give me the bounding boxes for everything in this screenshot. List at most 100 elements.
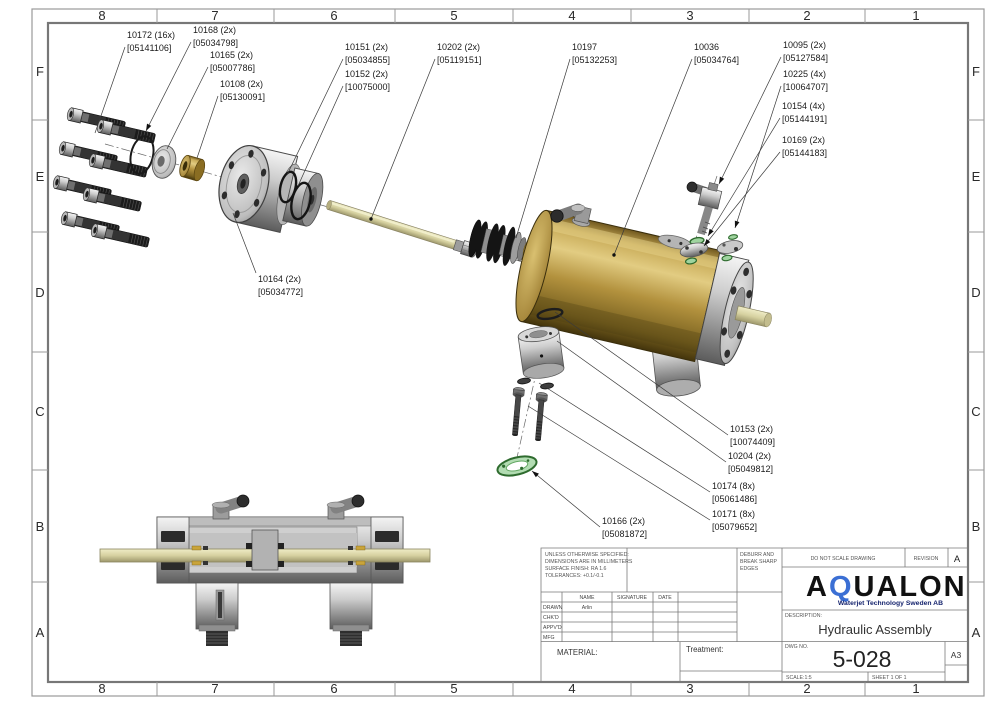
- part-ref-label: [05034764]: [694, 55, 739, 65]
- under-cylinder-parts: [496, 307, 565, 477]
- callout-10095: 10095 (2x)[05127584]: [718, 40, 828, 185]
- row-role-mfg: MFG: [543, 635, 555, 641]
- callout-10225: 10225 (4x)[10064707]: [734, 69, 828, 229]
- disc-10165: [151, 145, 177, 179]
- part-number-label: 10036: [694, 42, 719, 52]
- leader-arrowhead: [719, 176, 725, 184]
- zone-column-label: 2: [803, 8, 810, 23]
- spec-note-line: TOLERANCES: +0.1/-0.1: [545, 573, 604, 579]
- zone-column-label: 8: [98, 681, 105, 696]
- leader-line: [554, 311, 729, 436]
- callout-10165: 10165 (2x) [05007786]: [166, 50, 255, 150]
- callout-10169: 10169 (2x) [05144183]: [703, 135, 827, 247]
- callout-10174: 10174 (8x)[05061486]: [538, 382, 757, 504]
- part-number-label: 10225 (4x): [783, 69, 826, 79]
- leader-line: [707, 117, 781, 237]
- zone-column-label: 4: [568, 681, 575, 696]
- callout-10164: 10164 (2x)[05034772]: [232, 212, 303, 297]
- logo-part: UALON: [854, 571, 967, 603]
- zone-row-label: B: [972, 519, 981, 534]
- zone-column-label: 5: [450, 8, 457, 23]
- leader-arrowhead: [708, 228, 714, 236]
- part-number-label: 10172 (16x): [127, 30, 175, 40]
- col-header-date: DATE: [658, 595, 672, 601]
- zone-row-label: F: [36, 64, 44, 79]
- leader-line: [94, 46, 126, 134]
- green-seal-3: [728, 234, 738, 240]
- part-number-label: 10169 (2x): [782, 135, 825, 145]
- o-ring-10168: [129, 135, 155, 175]
- valve-assembly: [679, 181, 744, 265]
- revision-value: A: [954, 554, 961, 565]
- bushing-10108: [179, 154, 206, 182]
- zone-column-label: 4: [568, 8, 575, 23]
- callout-10108: 10108 (2x)[05130091]: [196, 79, 265, 159]
- bolt-cluster: [51, 106, 157, 250]
- callout-10152: 10152 (2x) [10075000]: [297, 69, 390, 187]
- leader-line: [297, 85, 344, 187]
- part-ref-label: [05007786]: [210, 63, 255, 73]
- zone-row-label: D: [971, 285, 980, 300]
- green-seal-2: [684, 257, 698, 265]
- o-ring-dark: [536, 307, 564, 321]
- part-number-label: 10164 (2x): [258, 274, 301, 284]
- zone-row-label: F: [972, 64, 980, 79]
- section-elbow-right: [326, 494, 365, 520]
- spec-note-line: UNLESS OTHERWISE SPECIFIED:: [545, 552, 629, 558]
- dwg-no-label: DWG NO.: [785, 644, 808, 650]
- leader-arrowhead: [146, 123, 152, 131]
- material-label: MATERIAL:: [557, 648, 598, 657]
- leader-arrowhead: [704, 239, 711, 246]
- part-callouts: 10172 (16x)[05141106]10168 (2x)[05034798…: [94, 25, 828, 539]
- callout-10197: 10197[05132253]: [515, 42, 617, 239]
- part-number-label: 10152 (2x): [345, 69, 388, 79]
- leader-line: [538, 382, 711, 493]
- scale-value: SCALE:1:5: [786, 675, 812, 681]
- zone-row-label: C: [971, 404, 980, 419]
- drawing-description: Hydraulic Assembly: [818, 622, 932, 637]
- washer-1: [517, 377, 531, 385]
- section-leg-left: [195, 582, 239, 646]
- sheet-border: [31, 8, 985, 697]
- leader-arrowhead: [532, 471, 539, 478]
- o-rings-10151-10152: [278, 170, 312, 221]
- revision-label: REVISION: [914, 556, 939, 562]
- valve-flange-plate-2: [716, 240, 744, 254]
- zone-row-label: A: [36, 625, 45, 640]
- zone-column-label: 7: [211, 8, 218, 23]
- logo-q-letter: Q: [829, 571, 854, 603]
- callout-10154: 10154 (4x)[05144191]: [707, 101, 827, 237]
- part-ref-label: [05144183]: [782, 148, 827, 158]
- callout-10151: 10151 (2x)[05034855]: [286, 42, 390, 176]
- row-role-chkd: CHK'D: [543, 615, 559, 621]
- logo-part: A: [806, 571, 829, 603]
- callout-10153: 10153 (2x)[10074409]: [554, 311, 775, 447]
- part-ref-label: [10075000]: [345, 82, 390, 92]
- leader-arrowhead: [734, 220, 740, 228]
- treatment-label: Treatment:: [686, 645, 723, 654]
- cylinder-elbow-fitting: [550, 203, 592, 227]
- part-ref-label: [05132253]: [572, 55, 617, 65]
- part-ref-label: [05127584]: [783, 53, 828, 63]
- leader-line: [531, 470, 601, 528]
- cylinder-10036: [515, 209, 772, 366]
- col-header-signature: SIGNATURE: [617, 595, 647, 601]
- spec-note-line: SURFACE FINISH: RA 1.6: [545, 566, 607, 572]
- sheet-count: SHEET 1 OF 1: [872, 675, 907, 681]
- description-label: DESCRIPTION:: [785, 613, 822, 619]
- paper-size: A3: [951, 650, 962, 660]
- part-ref-label: [05141106]: [127, 43, 171, 53]
- zone-column-label: 5: [450, 681, 457, 696]
- part-number-label: 10165 (2x): [210, 50, 253, 60]
- company-tagline: Waterjet Technology Sweden AB: [838, 600, 943, 607]
- zone-column-label: 6: [330, 681, 337, 696]
- zone-row-label: E: [972, 169, 981, 184]
- zone-column-label: 1: [912, 8, 919, 23]
- leader-line: [734, 85, 782, 229]
- part-ref-label: [05049812]: [728, 464, 773, 474]
- do-not-scale-note: DO NOT SCALE DRAWING: [811, 556, 876, 562]
- zone-column-label: 1: [912, 681, 919, 696]
- leader-line: [527, 405, 711, 521]
- part-number-label: 10204 (2x): [728, 451, 771, 461]
